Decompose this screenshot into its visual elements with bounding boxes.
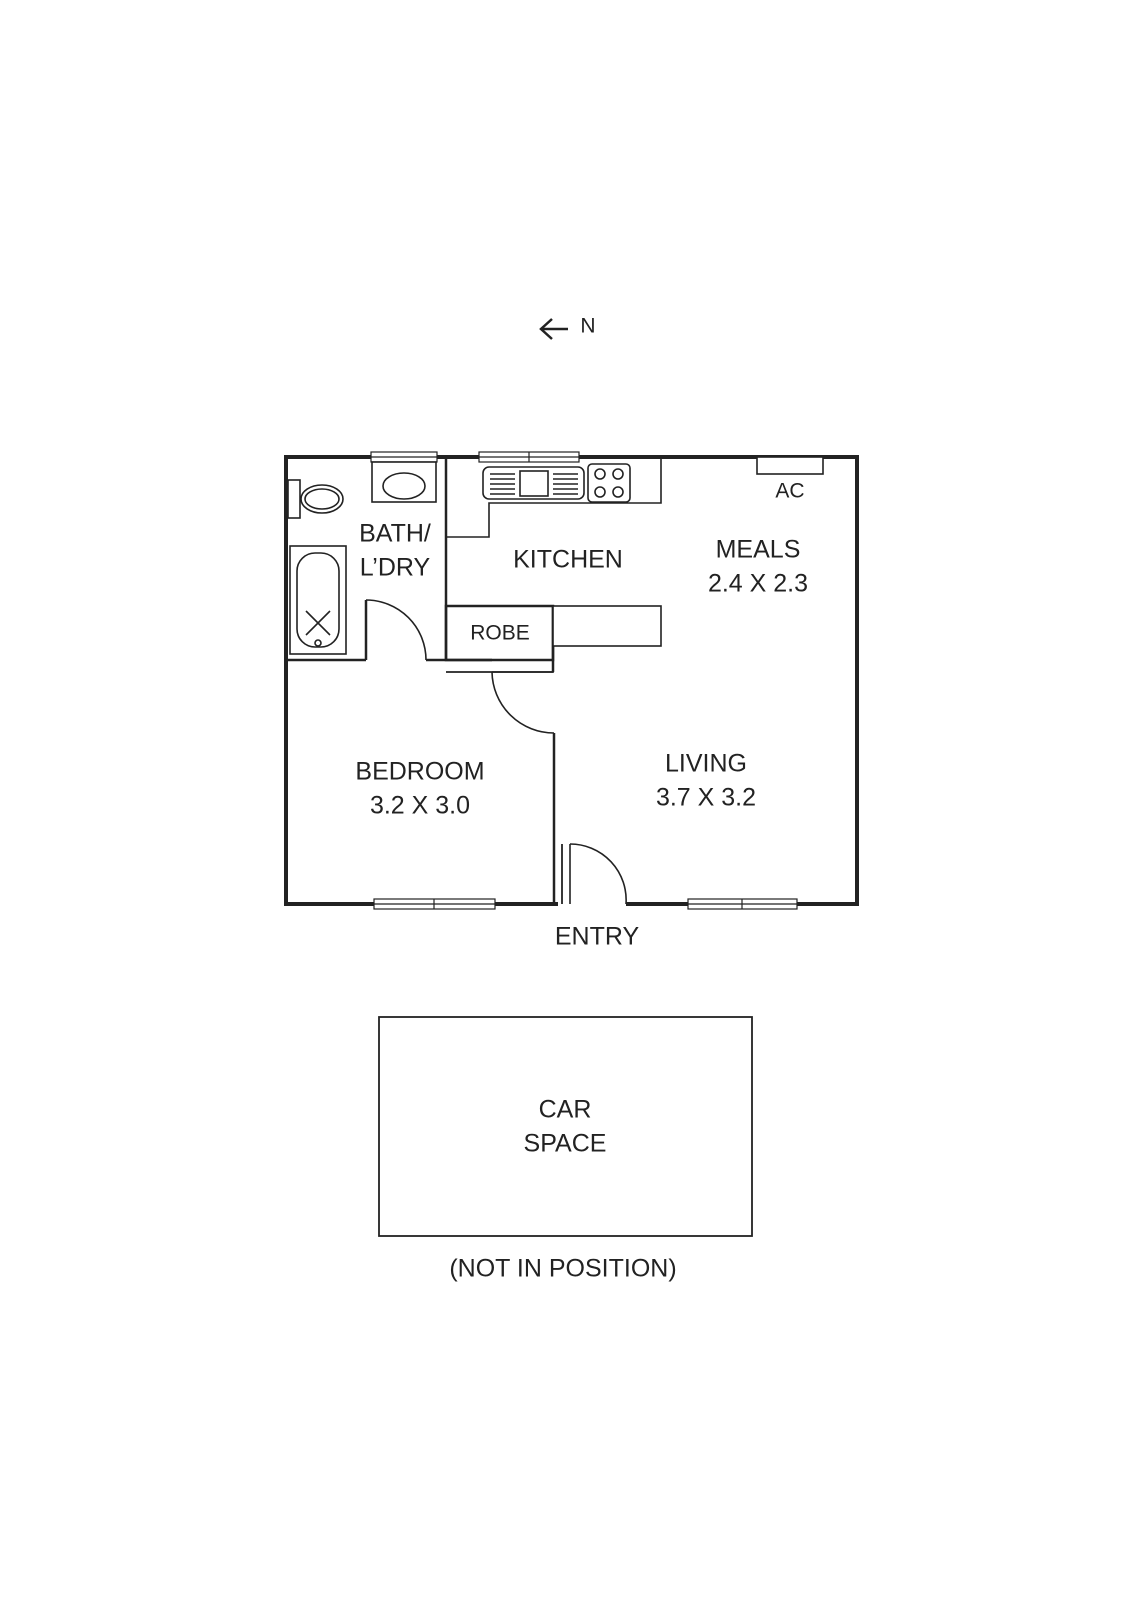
windows	[370, 451, 798, 910]
bath-fixtures	[287, 461, 437, 655]
kitchen-label: KITCHEN	[513, 546, 623, 574]
door-bedroom	[491, 671, 555, 734]
toilet-icon	[287, 479, 344, 519]
window-bedroom-bottom	[373, 898, 496, 910]
window-living-bottom	[687, 898, 798, 910]
drainer-right	[553, 473, 578, 495]
meals-label: MEALS	[716, 536, 801, 564]
window-kitchen-top	[478, 451, 580, 463]
drainer-left	[490, 473, 515, 495]
bath-label-line1: BATH/	[359, 520, 431, 548]
car-space-outline	[378, 1016, 753, 1237]
car-space-label-line2: SPACE	[524, 1130, 607, 1158]
entry-label: ENTRY	[555, 923, 640, 951]
basin-icon	[371, 461, 437, 503]
compass-north-label: N	[580, 315, 595, 338]
air-conditioner-unit	[756, 456, 824, 475]
door-bath	[365, 599, 427, 661]
kitchen-bench	[446, 457, 662, 538]
bedroom-size: 3.2 X 3.0	[370, 792, 470, 820]
kitchen-island-bench	[552, 605, 662, 647]
living-size: 3.7 X 3.2	[656, 784, 756, 812]
arrow-left-icon	[539, 318, 568, 340]
car-space-label-line1: CAR	[539, 1096, 592, 1124]
doors	[365, 599, 627, 905]
ac-label: AC	[775, 480, 804, 503]
bedroom-label: BEDROOM	[355, 758, 484, 786]
cooktop-icon	[587, 463, 631, 503]
robe-label: ROBE	[470, 622, 530, 645]
car-space: CAR SPACE (NOT IN POSITION)	[378, 1016, 753, 1283]
bath-label-line2: L’DRY	[360, 554, 431, 582]
door-entry	[569, 843, 627, 905]
bathtub-icon	[289, 545, 347, 655]
living-label: LIVING	[665, 750, 747, 778]
room-labels: BATH/ L’DRY KITCHEN AC MEALS 2.4 X 2.3 R…	[355, 480, 808, 951]
compass: N	[539, 315, 596, 340]
sink-icon	[482, 466, 585, 500]
meals-size: 2.4 X 2.3	[708, 570, 808, 598]
kitchen-fixtures	[446, 456, 824, 647]
car-space-note: (NOT IN POSITION)	[449, 1255, 676, 1283]
window-bath-top	[370, 451, 438, 463]
